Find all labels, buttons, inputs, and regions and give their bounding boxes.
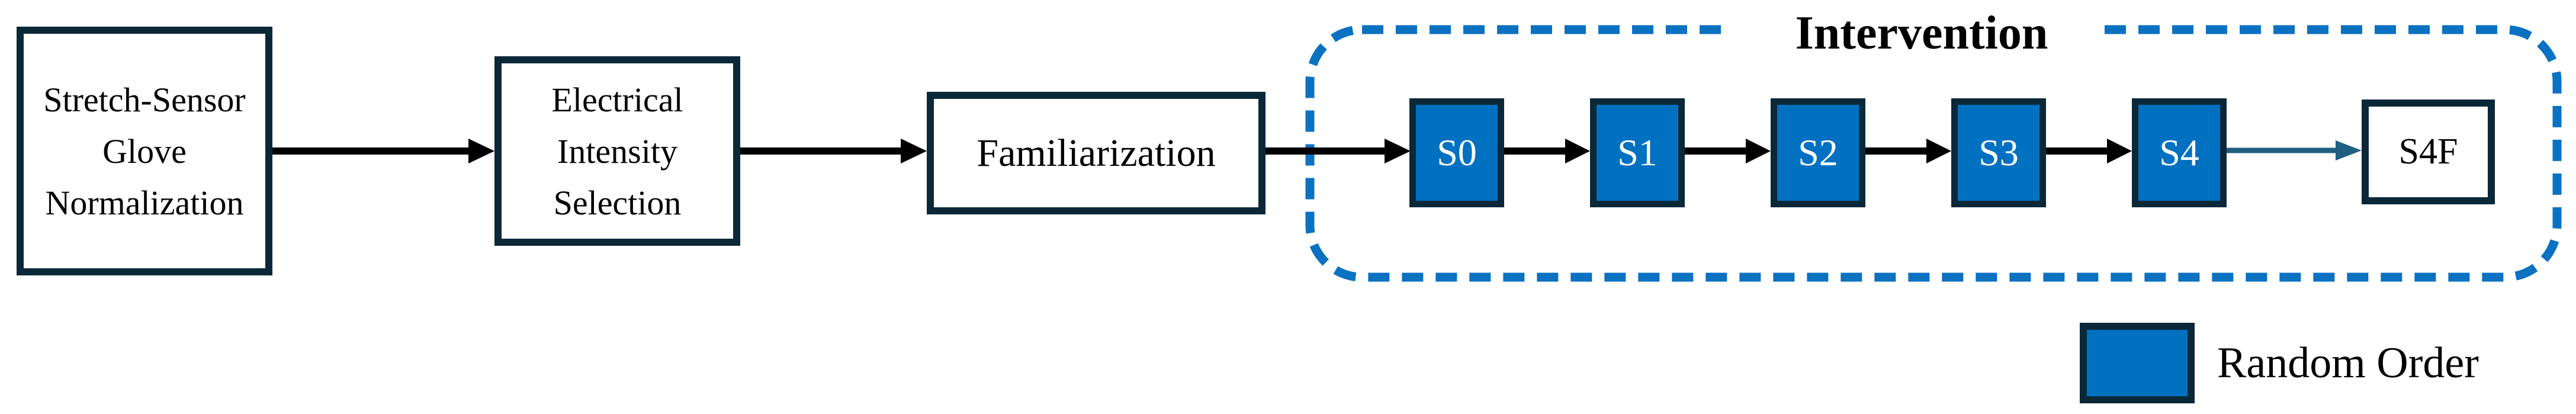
arrow-step2-step3 — [740, 139, 927, 163]
session-box-s4f: S4F — [2362, 100, 2495, 204]
step-glove-normalization: Stretch-Sensor Glove Normalization — [17, 27, 272, 275]
step-intensity-selection-line2: Intensity — [557, 131, 677, 171]
step-intensity-selection-line3: Selection — [553, 183, 682, 222]
arrow-step1-step2 — [272, 139, 494, 163]
step-familiarization-label: Familiarization — [977, 131, 1216, 175]
session-box-s1: S1 — [1590, 98, 1685, 207]
session-box-s0: S0 — [1409, 98, 1504, 207]
step-intensity-selection-line1: Electrical — [551, 80, 683, 119]
arrow-step3-s0 — [1265, 139, 1411, 163]
session-box-s4: S4 — [2132, 98, 2227, 207]
arrow-s0-s1 — [1504, 139, 1590, 163]
arrow-s1-s2 — [1685, 139, 1771, 163]
step-familiarization: Familiarization — [927, 92, 1265, 214]
session-box-s4f-label: S4F — [2398, 131, 2458, 172]
legend: Random Order — [2080, 323, 2479, 403]
intervention-title: Intervention — [1744, 6, 2099, 60]
session-box-s2: S2 — [1771, 98, 1865, 207]
step-intensity-selection: Electrical Intensity Selection — [494, 56, 740, 246]
step-glove-normalization-line3: Normalization — [45, 183, 244, 222]
step-glove-normalization-line1: Stretch-Sensor — [43, 80, 246, 119]
session-box-s3: S3 — [1951, 98, 2046, 207]
arrow-s4-s4f — [2227, 140, 2362, 161]
arrow-s3-s4 — [2046, 139, 2132, 163]
arrow-s2-s3 — [1865, 139, 1951, 163]
legend-label: Random Order — [2217, 338, 2479, 387]
random-order-swatch — [2080, 323, 2195, 403]
step-glove-normalization-line2: Glove — [102, 131, 187, 171]
